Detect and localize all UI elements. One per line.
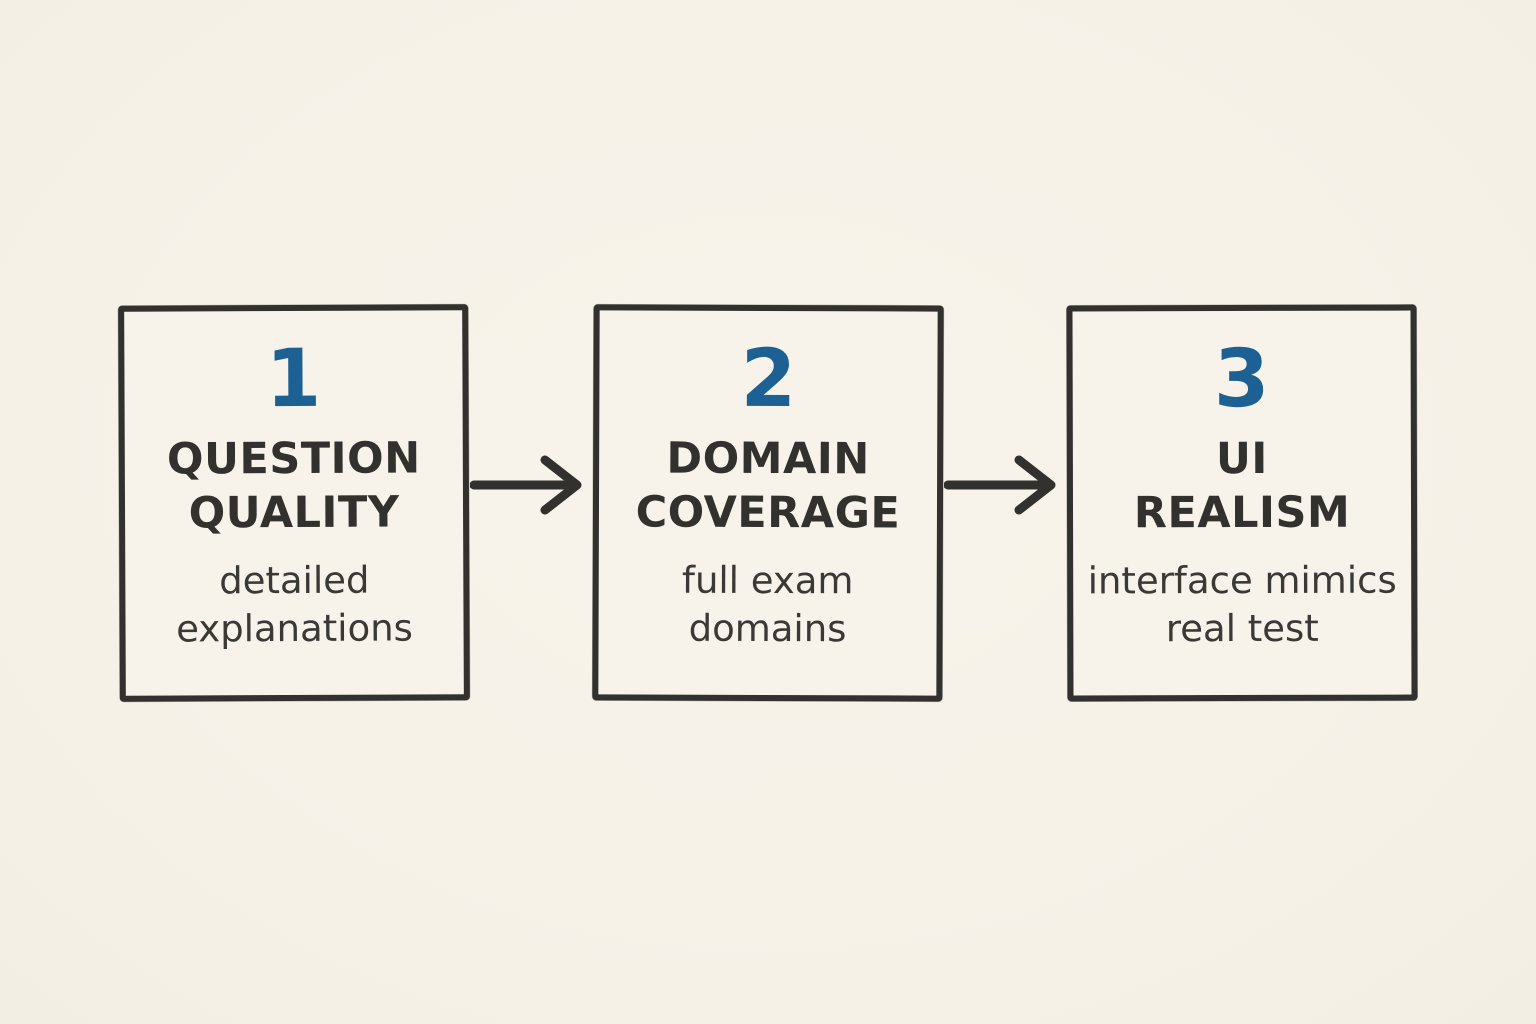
step-box-question-quality: 1 QUESTION QUALITY detailed explanations bbox=[118, 304, 470, 702]
step-number: 1 bbox=[265, 331, 322, 426]
step-subtitle: full exam domains bbox=[681, 558, 854, 650]
step-number: 2 bbox=[740, 331, 797, 426]
step-title: DOMAIN COVERAGE bbox=[635, 433, 901, 539]
step-title: QUESTION QUALITY bbox=[166, 433, 421, 539]
arrow-right-icon bbox=[470, 453, 592, 517]
flow-container: 1 QUESTION QUALITY detailed explanations… bbox=[0, 304, 1536, 702]
step-subtitle: interface mimics real test bbox=[1087, 558, 1397, 650]
step-box-ui-realism: 3 UI REALISM interface mimics real test bbox=[1066, 304, 1418, 702]
arrow-right-icon bbox=[944, 453, 1066, 517]
step-title: UI REALISM bbox=[1133, 433, 1351, 539]
step-number: 3 bbox=[1213, 331, 1270, 426]
step-subtitle: detailed explanations bbox=[176, 558, 413, 651]
step-box-domain-coverage: 2 DOMAIN COVERAGE full exam domains bbox=[592, 304, 944, 702]
